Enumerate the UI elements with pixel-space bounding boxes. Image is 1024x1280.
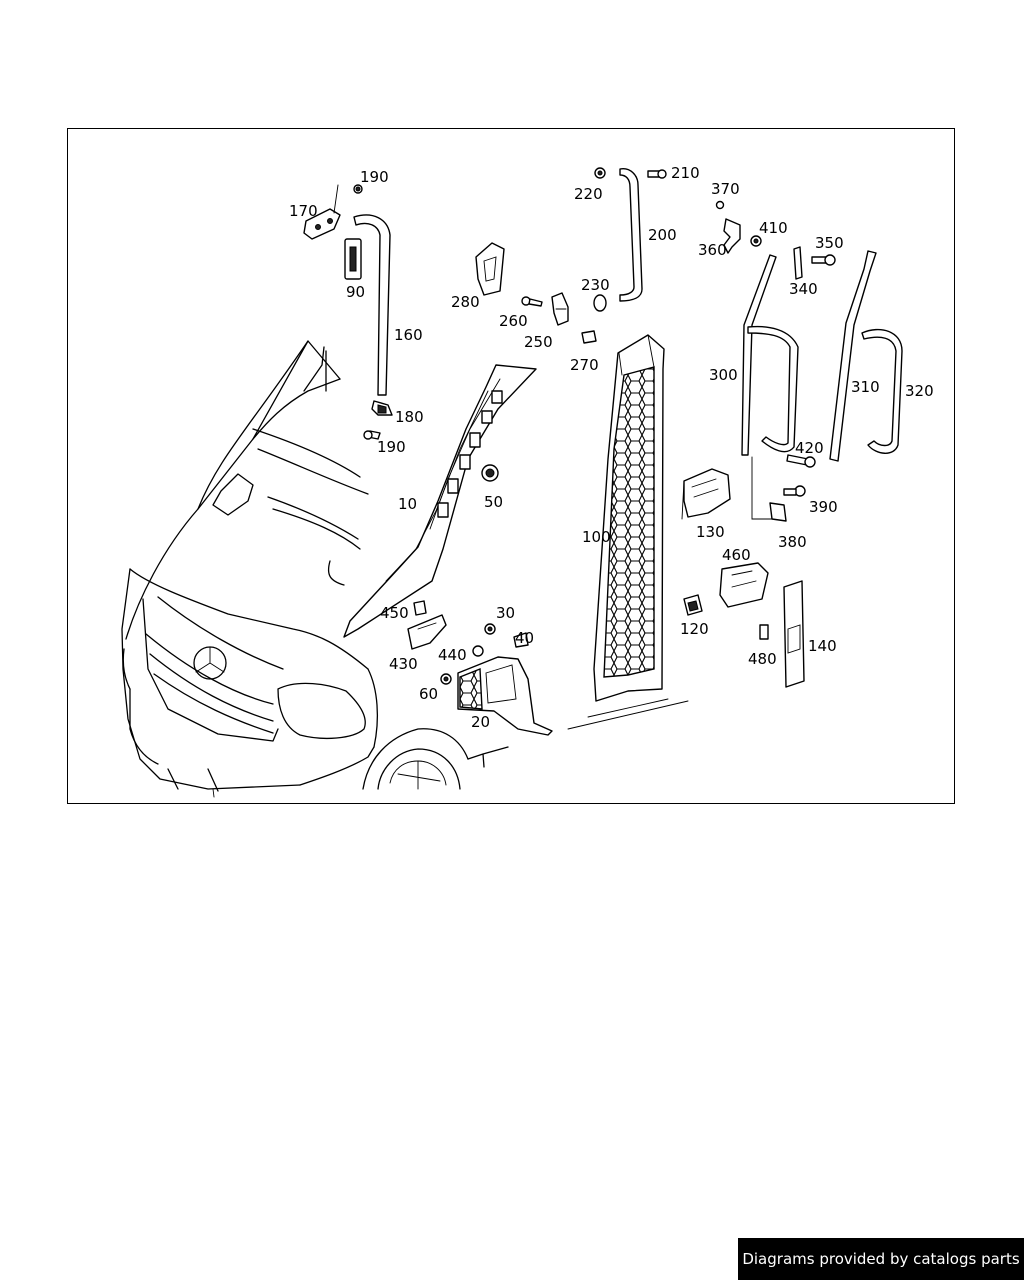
callout-100: 100	[582, 528, 611, 546]
diagram-frame: 190 170 90 160 180 190 10 50 220 210 200…	[67, 128, 955, 804]
callout-380: 380	[778, 533, 807, 551]
part-480-pad	[759, 624, 769, 640]
part-430-cover	[407, 614, 447, 650]
part-410-washer	[750, 235, 762, 247]
callout-420: 420	[795, 439, 824, 457]
callout-390: 390	[809, 498, 838, 516]
part-20-lower-trim	[457, 656, 553, 736]
callout-210: 210	[671, 164, 700, 182]
part-340-cap	[793, 246, 803, 280]
callout-220: 220	[574, 185, 603, 203]
part-280-cover	[475, 242, 505, 296]
callout-120: 120	[680, 620, 709, 638]
part-140-trim-strip	[783, 580, 805, 688]
part-380-bracket	[769, 502, 787, 522]
callout-350: 350	[815, 234, 844, 252]
callout-30: 30	[496, 604, 515, 622]
part-450-clip	[413, 600, 427, 616]
part-250-bracket	[551, 292, 569, 326]
part-260-screw	[521, 296, 543, 307]
callout-480: 480	[748, 650, 777, 668]
part-60-clip	[440, 673, 452, 685]
parts-diagram: 190 170 90 160 180 190 10 50 220 210 200…	[121, 164, 934, 798]
part-420-screw	[786, 454, 816, 468]
callout-130: 130	[696, 523, 725, 541]
part-350-screw	[811, 254, 836, 266]
vehicle-outline	[121, 340, 689, 798]
callout-370: 370	[711, 180, 740, 198]
callout-460: 460	[722, 546, 751, 564]
callout-300: 300	[709, 366, 738, 384]
part-310-grab-handle	[829, 250, 877, 462]
callout-50: 50	[484, 493, 503, 511]
callout-190-bottom: 190	[377, 438, 406, 456]
callout-200: 200	[648, 226, 677, 244]
part-390-screw	[783, 485, 806, 497]
callout-40: 40	[515, 629, 534, 647]
callout-280: 280	[451, 293, 480, 311]
part-190-screw-top	[353, 184, 363, 194]
callout-440: 440	[438, 646, 467, 664]
part-90-cap	[344, 238, 362, 280]
part-460-bracket	[719, 562, 769, 608]
part-270-clip	[581, 330, 597, 344]
callout-250: 250	[524, 333, 553, 351]
callout-160: 160	[394, 326, 423, 344]
part-170-bracket	[303, 184, 341, 240]
callout-340: 340	[789, 280, 818, 298]
part-180-bracket	[371, 400, 393, 416]
callout-450: 450	[380, 604, 409, 622]
callout-20: 20	[471, 713, 490, 731]
callout-90: 90	[346, 283, 365, 301]
watermark-text: Diagrams provided by catalogs parts	[742, 1250, 1020, 1268]
part-210-screw	[647, 169, 667, 179]
callout-410: 410	[759, 219, 788, 237]
callout-170: 170	[289, 202, 318, 220]
part-10-a-pillar-trim	[343, 364, 537, 638]
callout-140: 140	[808, 637, 837, 655]
part-360-bracket	[723, 218, 741, 254]
part-160-grab-handle	[353, 214, 391, 396]
callout-10: 10	[398, 495, 417, 513]
part-30-screw	[484, 623, 496, 635]
part-100-b-pillar-trim	[593, 334, 665, 702]
callout-360: 360	[698, 241, 727, 259]
part-320-grab-handle	[861, 328, 903, 454]
watermark-banner: Diagrams provided by catalogs parts	[738, 1238, 1024, 1280]
part-230-washer	[593, 294, 607, 312]
part-130-bracket	[681, 468, 731, 520]
callout-190-top: 190	[360, 168, 389, 186]
part-40-clip	[513, 632, 529, 648]
part-300-grab-handle	[741, 254, 799, 520]
callout-230: 230	[581, 276, 610, 294]
callout-430: 430	[389, 655, 418, 673]
callout-60: 60	[419, 685, 438, 703]
callout-180: 180	[395, 408, 424, 426]
part-220-nut	[594, 167, 606, 179]
callout-310: 310	[851, 378, 880, 396]
part-120-clip	[683, 594, 703, 616]
callout-270: 270	[570, 356, 599, 374]
part-370-screw	[715, 200, 725, 210]
part-50-clip	[481, 464, 499, 482]
part-190-screw-bottom	[363, 430, 381, 440]
callout-260: 260	[499, 312, 528, 330]
callout-320: 320	[905, 382, 934, 400]
part-440-screw	[472, 645, 484, 657]
part-200-grab-handle	[619, 168, 643, 302]
